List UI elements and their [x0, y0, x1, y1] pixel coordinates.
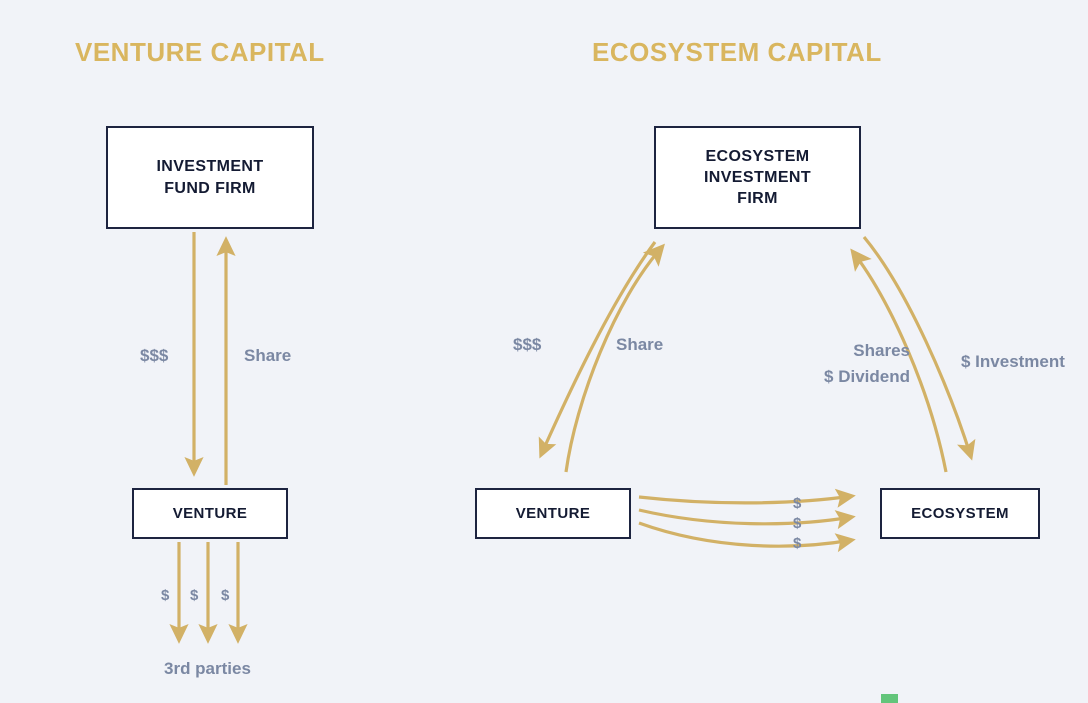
node-label-line-1: ECOSYSTEM [705, 147, 810, 165]
edge-label-venture-to-third-3: $ [221, 587, 230, 604]
node-label: ECOSYSTEM [911, 504, 1009, 522]
node-investment-fund-firm[interactable]: INVESTMENT FUND FIRM [106, 126, 314, 229]
arrow-venture-to-ecosystem-2 [638, 508, 856, 530]
node-label: VENTURE [172, 504, 248, 522]
edge-label-ecofirm-to-venture-money: $$$ [513, 335, 542, 354]
arrow-venture-to-ecosystem-3 [638, 521, 856, 553]
edge-label-ecosystem-to-ecofirm-shares-dividend: Shares $ Dividend [713, 338, 910, 389]
edge-label-venture-to-ecofirm-share: Share [616, 335, 664, 354]
node-label: VENTURE [515, 504, 591, 522]
node-ecosystem[interactable]: ECOSYSTEM [880, 488, 1040, 539]
edge-label-firm-to-venture-money: $$$ [140, 346, 169, 365]
panel-title-venture-capital: VENTURE CAPITAL [75, 37, 325, 67]
edge-label-venture-to-ecosystem-2: $ [793, 515, 802, 532]
node-third-parties: 3rd parties [164, 659, 251, 678]
edge-label-ecofirm-to-ecosystem-investment: $ Investment [961, 352, 1065, 371]
node-venture-left[interactable]: VENTURE [132, 488, 288, 539]
arrow-venture-to-ecofirm-share [564, 243, 665, 473]
edge-label-venture-to-third-1: $ [161, 587, 170, 604]
edge-label-line-2: $ Dividend [824, 366, 910, 386]
arrow-venture-to-ecosystem-1 [638, 488, 856, 508]
edge-label-venture-to-ecosystem-1: $ [793, 495, 802, 512]
edge-label-venture-to-ecosystem-3: $ [793, 535, 802, 552]
node-label-line-2: INVESTMENT [703, 168, 812, 186]
node-label-line-2: FUND FIRM [164, 179, 256, 197]
node-label-line-3: FIRM [737, 190, 778, 208]
node-venture-right[interactable]: VENTURE [475, 488, 631, 539]
panel-title-ecosystem-capital: ECOSYSTEM CAPITAL [592, 37, 882, 67]
node-label-line-1: INVESTMENT [156, 158, 264, 176]
edge-label-line-1: Shares [853, 341, 910, 360]
edge-label-venture-to-third-2: $ [190, 587, 199, 604]
edge-label-venture-to-firm-share: Share [244, 346, 292, 365]
node-ecosystem-investment-firm[interactable]: ECOSYSTEM INVESTMENT FIRM [654, 126, 861, 229]
footer-progress-mark [881, 694, 898, 703]
